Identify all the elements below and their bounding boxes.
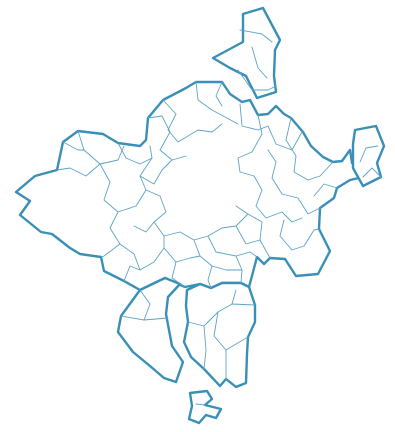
boundary-west-3: [117, 142, 153, 165]
north-peninsula-outline[interactable]: [211, 6, 282, 100]
south-arm-outline[interactable]: [182, 281, 257, 389]
boundary-islet: [195, 403, 206, 406]
boundary-east-4: [279, 219, 320, 251]
boundary-south-4: [235, 225, 261, 258]
boundary-south-5: [163, 247, 201, 288]
outer-boundaries: [14, 6, 386, 425]
boundary-west-6: [145, 189, 181, 237]
boundary-crown-1: [162, 99, 223, 143]
boundary-south-6: [211, 265, 243, 271]
boundary-ne-isle: [359, 145, 382, 178]
boundary-sw-arm: [120, 289, 169, 321]
boundary-east-6: [313, 183, 338, 197]
internal-boundaries: [56, 29, 382, 406]
south-islet-outline[interactable]: [187, 389, 223, 425]
boundary-north-2: [195, 81, 239, 125]
boundary-s-arm-2: [213, 311, 249, 380]
boundary-south-1: [179, 213, 249, 241]
boundary-west-8: [119, 235, 165, 271]
boundary-west-2: [56, 141, 101, 177]
boundary-crown-4: [237, 114, 263, 177]
main-landmass-outline[interactable]: [14, 80, 365, 292]
boundary-east-1: [285, 117, 334, 181]
boundary-west-4: [99, 157, 153, 213]
boundary-s-arm-3: [203, 289, 237, 370]
boundary-east-2: [267, 149, 321, 215]
boundary-west-5: [139, 159, 173, 185]
northeast-isle-outline[interactable]: [351, 124, 386, 188]
boundary-east-3: [253, 175, 303, 223]
southwest-arm-outline[interactable]: [116, 276, 185, 384]
boundary-north-1: [237, 29, 277, 91]
boundary-west-9: [123, 221, 155, 282]
boundary-crown-2: [147, 115, 187, 161]
